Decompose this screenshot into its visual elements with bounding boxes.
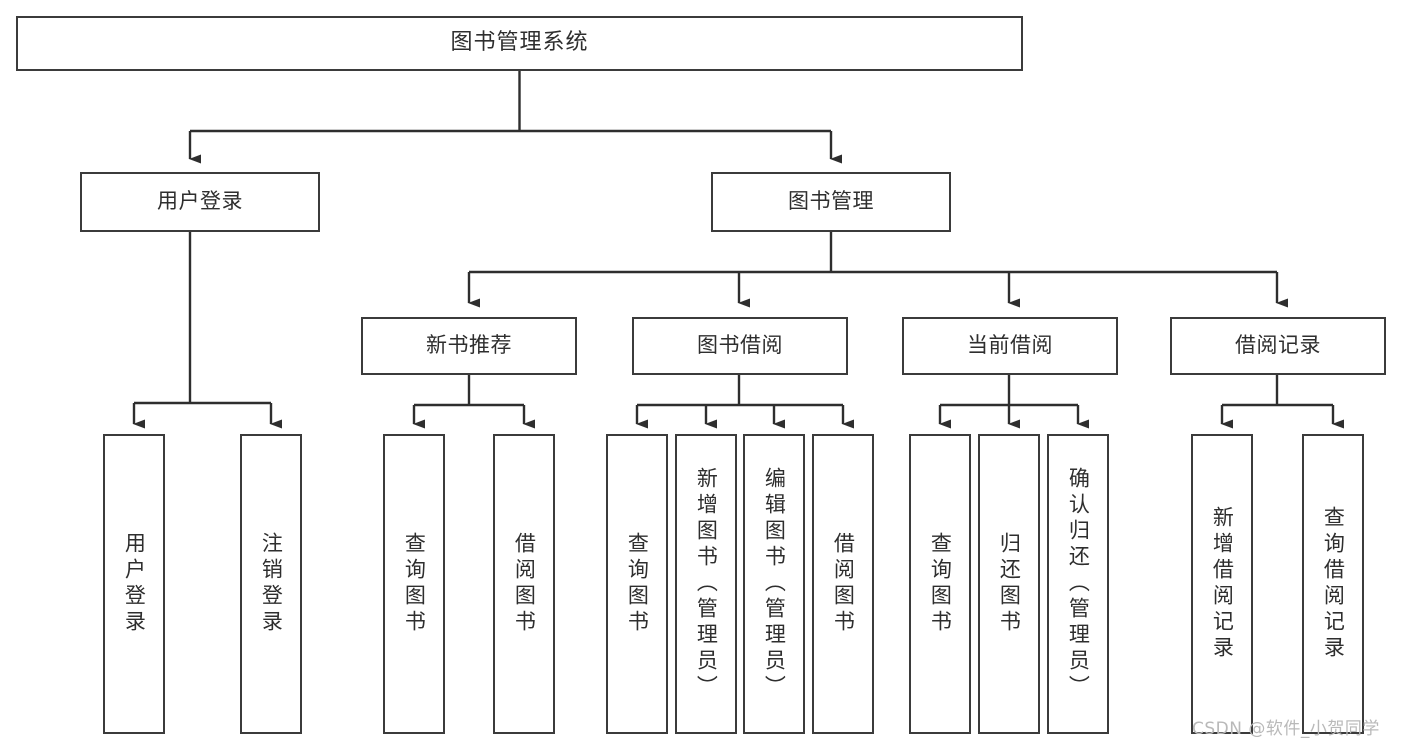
node-book-borrow-label: 图书借阅 bbox=[697, 333, 783, 358]
node-new-book-recommend[interactable]: 新书推荐 bbox=[361, 317, 577, 375]
node-book-management-label: 图书管理 bbox=[788, 189, 874, 214]
node-leaf-confirm-return-admin[interactable]: 确认归还（管理员） bbox=[1047, 434, 1109, 734]
node-new-book-recommend-label: 新书推荐 bbox=[426, 333, 512, 358]
node-borrow-record[interactable]: 借阅记录 bbox=[1170, 317, 1386, 375]
node-leaf-add-book-admin[interactable]: 新增图书（管理员） bbox=[675, 434, 737, 734]
node-leaf-query-book-3-label: 查询图书 bbox=[928, 532, 953, 636]
node-leaf-logout-login-label: 注销登录 bbox=[259, 532, 284, 636]
node-root-system[interactable]: 图书管理系统 bbox=[16, 16, 1023, 71]
node-leaf-borrow-book-2[interactable]: 借阅图书 bbox=[812, 434, 874, 734]
node-current-borrow-label: 当前借阅 bbox=[967, 333, 1053, 358]
node-leaf-logout-login[interactable]: 注销登录 bbox=[240, 434, 302, 734]
node-borrow-record-label: 借阅记录 bbox=[1235, 333, 1321, 358]
node-leaf-edit-book-admin[interactable]: 编辑图书（管理员） bbox=[743, 434, 805, 734]
node-root-system-label: 图书管理系统 bbox=[450, 30, 589, 56]
node-leaf-query-book-2[interactable]: 查询图书 bbox=[606, 434, 668, 734]
node-leaf-add-book-admin-label: 新增图书（管理员） bbox=[694, 467, 719, 701]
node-leaf-borrow-book-1[interactable]: 借阅图书 bbox=[493, 434, 555, 734]
node-leaf-query-book-3[interactable]: 查询图书 bbox=[909, 434, 971, 734]
node-leaf-user-login-label: 用户登录 bbox=[122, 532, 147, 636]
node-leaf-borrow-book-1-label: 借阅图书 bbox=[512, 532, 537, 636]
node-user-login[interactable]: 用户登录 bbox=[80, 172, 320, 232]
node-current-borrow[interactable]: 当前借阅 bbox=[902, 317, 1118, 375]
node-book-borrow[interactable]: 图书借阅 bbox=[632, 317, 848, 375]
node-leaf-user-login[interactable]: 用户登录 bbox=[103, 434, 165, 734]
node-leaf-return-book-label: 归还图书 bbox=[997, 532, 1022, 636]
node-leaf-add-borrow-record-label: 新增借阅记录 bbox=[1210, 506, 1235, 662]
node-leaf-borrow-book-2-label: 借阅图书 bbox=[831, 532, 856, 636]
node-leaf-query-borrow-record-label: 查询借阅记录 bbox=[1321, 506, 1346, 662]
node-leaf-add-borrow-record[interactable]: 新增借阅记录 bbox=[1191, 434, 1253, 734]
node-leaf-confirm-return-admin-label: 确认归还（管理员） bbox=[1066, 467, 1091, 701]
node-leaf-edit-book-admin-label: 编辑图书（管理员） bbox=[762, 467, 787, 701]
node-user-login-label: 用户登录 bbox=[157, 189, 243, 214]
node-leaf-query-book-1[interactable]: 查询图书 bbox=[383, 434, 445, 734]
node-leaf-query-borrow-record[interactable]: 查询借阅记录 bbox=[1302, 434, 1364, 734]
node-leaf-query-book-1-label: 查询图书 bbox=[402, 532, 427, 636]
node-book-management[interactable]: 图书管理 bbox=[711, 172, 951, 232]
node-leaf-query-book-2-label: 查询图书 bbox=[625, 532, 650, 636]
watermark-credit: CSDN @软件_小贺同学 bbox=[1192, 719, 1380, 739]
node-leaf-return-book[interactable]: 归还图书 bbox=[978, 434, 1040, 734]
